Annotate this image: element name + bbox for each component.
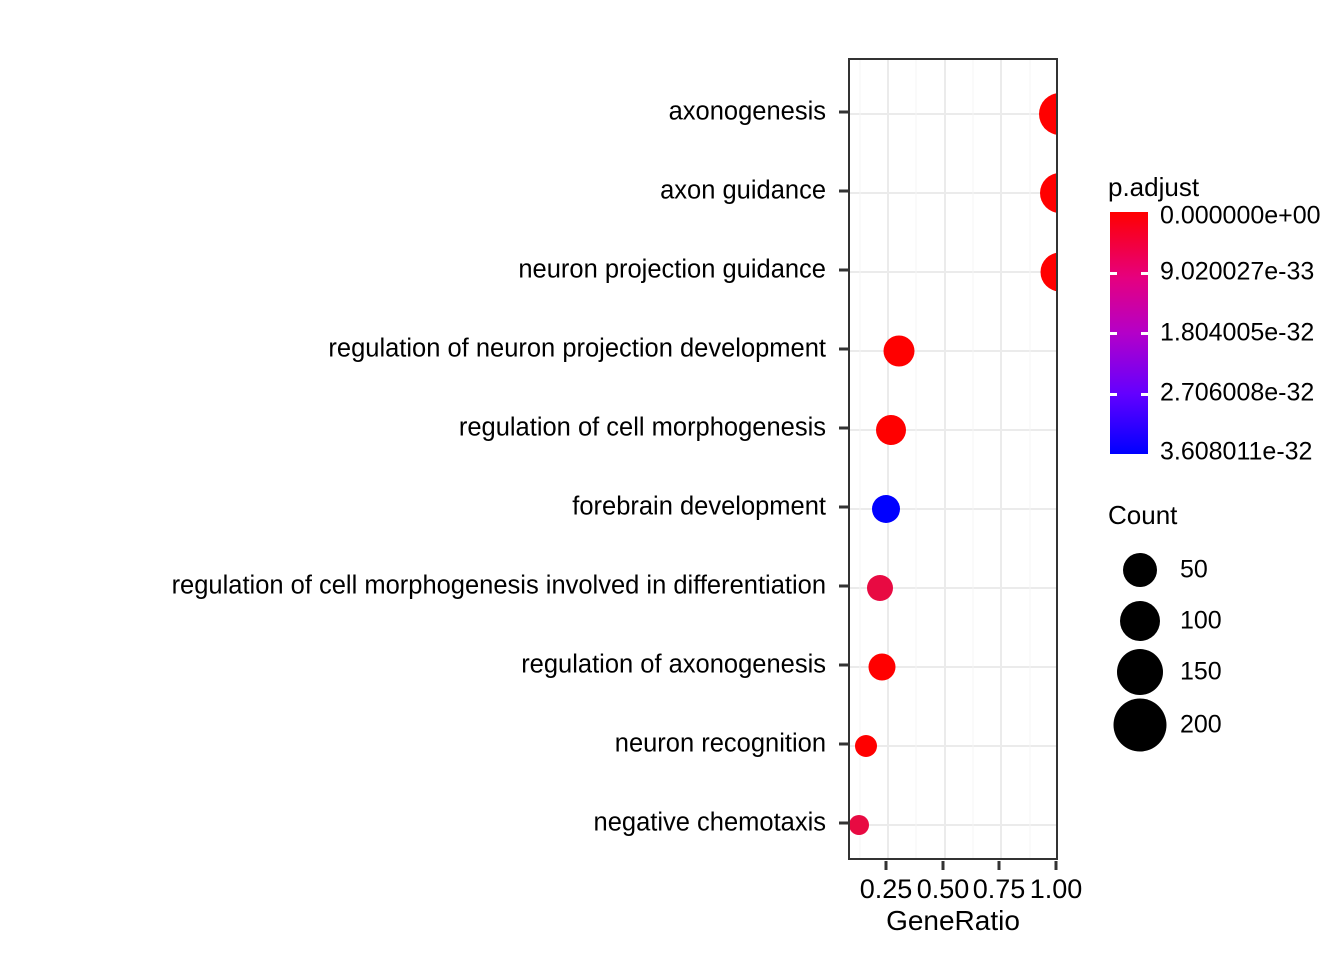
gridline-vertical-minor	[972, 60, 974, 858]
gridline-horizontal	[850, 271, 1056, 273]
gridline-vertical-major	[1057, 60, 1058, 858]
x-axis-title: GeneRatio	[886, 905, 1020, 936]
gridline-horizontal	[850, 113, 1056, 115]
gridline-vertical-minor	[859, 60, 861, 858]
gridline-horizontal	[850, 824, 1056, 826]
x-axis-tick-label-025: 0.25	[859, 874, 913, 904]
colorbar-tick	[1141, 272, 1148, 275]
legend-title-p-adjust: p.adjust	[1108, 172, 1200, 202]
colorbar-tick	[1110, 393, 1117, 396]
y-axis-label-forebrain-development: forebrain development	[572, 492, 826, 521]
legend-label-count-100: 100	[1180, 606, 1222, 635]
data-point-axon-guidance[interactable]	[1040, 173, 1056, 213]
legend-key-count-100	[1120, 601, 1160, 641]
y-axis-label-negative-chemotaxis: negative chemotaxis	[593, 808, 826, 837]
data-point-regulation-of-axonogenesis[interactable]	[868, 653, 896, 681]
data-point-regulation-of-cell-morphogenesis-involved-in-differentiation[interactable]	[867, 575, 893, 601]
y-axis-label-axonogenesis: axonogenesis	[668, 97, 826, 126]
y-axis-label-neuron-projection-guidance: neuron projection guidance	[518, 255, 826, 284]
colorbar-label-0: 0.000000e+00	[1160, 201, 1321, 230]
data-point-neuron-projection-guidance[interactable]	[1040, 252, 1056, 292]
gridline-vertical-major	[887, 60, 889, 858]
colorbar-tick	[1141, 332, 1148, 335]
colorbar-p-adjust	[1110, 212, 1148, 454]
y-axis-label-neuron-recognition: neuron recognition	[614, 729, 826, 758]
y-axis-tick	[839, 505, 848, 509]
y-axis-label-regulation-of-neuron-projection-development: regulation of neuron projection developm…	[328, 334, 826, 363]
gridline-horizontal	[850, 429, 1056, 431]
gridline-horizontal	[850, 745, 1056, 747]
gridline-horizontal	[850, 587, 1056, 589]
legend-label-count-200: 200	[1180, 710, 1222, 739]
y-axis-label-regulation-of-axonogenesis: regulation of axonogenesis	[521, 650, 826, 679]
data-point-neuron-recognition[interactable]	[855, 735, 877, 757]
gridline-horizontal	[850, 666, 1056, 668]
gridline-vertical-minor	[1029, 60, 1031, 858]
x-axis-tick	[997, 861, 1001, 870]
y-axis-tick	[839, 347, 848, 351]
data-point-regulation-of-neuron-projection-development[interactable]	[883, 335, 915, 367]
gridline-horizontal	[850, 192, 1056, 194]
colorbar-label-1: 9.020027e-33	[1160, 257, 1315, 286]
legend-key-count-150	[1117, 649, 1163, 695]
x-axis-tick-label-050: 0.50	[916, 874, 970, 904]
data-point-regulation-of-cell-morphogenesis[interactable]	[876, 415, 906, 445]
x-axis-tick	[884, 861, 888, 870]
legend-title-count: Count	[1108, 500, 1178, 530]
x-axis-tick	[1054, 861, 1058, 870]
data-point-forebrain-development[interactable]	[872, 495, 900, 523]
y-axis-label-axon-guidance: axon guidance	[660, 176, 826, 205]
legend-key-count-200	[1113, 698, 1167, 752]
colorbar-label-2: 1.804005e-32	[1160, 318, 1315, 347]
legend-label-count-50: 50	[1180, 555, 1208, 584]
data-point-negative-chemotaxis[interactable]	[850, 815, 869, 835]
colorbar-tick	[1110, 272, 1117, 275]
y-axis-labels: axonogenesis axon guidance neuron projec…	[171, 97, 826, 837]
x-axis-tick-label-100: 1.00	[1029, 874, 1083, 904]
y-axis-tick	[839, 189, 848, 193]
legend-key-count-50	[1123, 553, 1157, 587]
gridline-horizontal	[850, 350, 1056, 352]
x-axis-tick	[941, 861, 945, 870]
y-axis-label-regulation-of-cell-morphogenesis: regulation of cell morphogenesis	[458, 413, 826, 442]
plot-panel	[848, 58, 1058, 860]
y-axis-tick	[839, 821, 848, 825]
gridline-horizontal	[850, 508, 1056, 510]
legend-label-count-150: 150	[1180, 657, 1222, 686]
y-axis-tick	[839, 663, 848, 667]
y-axis-tick	[839, 584, 848, 588]
data-point-axonogenesis[interactable]	[1039, 93, 1056, 135]
y-axis-label-regulation-of-cell-morphogenesis-involved-in-differentiation: regulation of cell morphogenesis involve…	[171, 571, 826, 600]
y-axis-tick	[839, 742, 848, 746]
y-axis-tick	[839, 426, 848, 430]
x-axis-tick-label-075: 0.75	[972, 874, 1026, 904]
y-axis-tick	[839, 268, 848, 272]
colorbar-label-3: 2.706008e-32	[1160, 378, 1315, 407]
gridline-vertical-minor	[915, 60, 917, 858]
y-axis-tick	[839, 110, 848, 114]
colorbar-tick	[1110, 332, 1117, 335]
colorbar-tick	[1141, 393, 1148, 396]
gridline-vertical-major	[944, 60, 946, 858]
colorbar-label-4: 3.608011e-32	[1160, 437, 1313, 466]
gridline-vertical-major	[1000, 60, 1002, 858]
